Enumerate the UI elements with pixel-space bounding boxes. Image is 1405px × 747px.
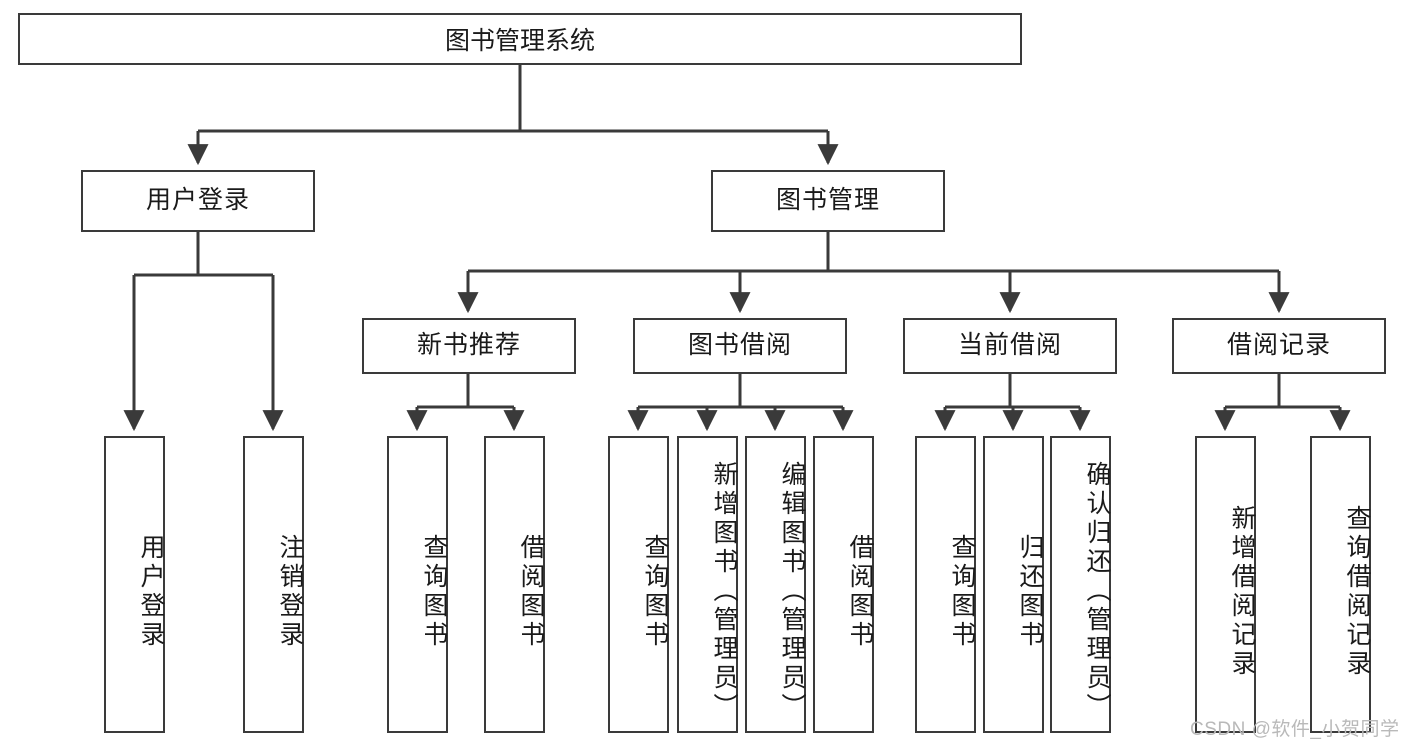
leaf-confirm-return-admin-label: 确认归还（管理员） [1083,461,1111,722]
leaf-query-borrow-record-label: 查询借阅记录 [1343,504,1371,679]
node-book-management-label: 图书管理 [775,186,880,215]
leaf-edit-book-admin[interactable]: 编辑图书（管理员） [745,436,806,733]
leaf-add-book-admin-label: 新增图书（管理员） [710,461,738,722]
node-root-label: 图书管理系统 [444,27,595,55]
leaf-borrow-book-recommend[interactable]: 借阅图书 [484,436,545,733]
leaf-edit-book-admin-label: 编辑图书（管理员） [778,461,806,722]
leaf-borrow-book-recommend-label: 借阅图书 [517,533,545,650]
node-root[interactable]: 图书管理系统 [18,13,1022,65]
node-book-management[interactable]: 图书管理 [711,170,945,232]
leaf-return-book-label: 归还图书 [1016,533,1044,650]
node-user-login[interactable]: 用户登录 [81,170,315,232]
node-borrow-record-label: 借阅记录 [1226,331,1331,360]
node-user-login-label: 用户登录 [145,186,250,215]
leaf-query-book-recommend-label: 查询图书 [420,533,448,650]
node-current-borrow[interactable]: 当前借阅 [903,318,1117,374]
leaf-query-borrow-record[interactable]: 查询借阅记录 [1310,436,1371,733]
node-new-book-recommend[interactable]: 新书推荐 [362,318,576,374]
node-borrow-record[interactable]: 借阅记录 [1172,318,1386,374]
node-new-book-recommend-label: 新书推荐 [416,331,521,360]
leaf-query-book-borrow-label: 查询图书 [641,533,669,650]
leaf-query-book-recommend[interactable]: 查询图书 [387,436,448,733]
leaf-add-borrow-record[interactable]: 新增借阅记录 [1195,436,1256,733]
leaf-logout-label: 注销登录 [276,533,304,650]
leaf-logout[interactable]: 注销登录 [243,436,304,733]
leaf-add-borrow-record-label: 新增借阅记录 [1228,504,1256,679]
node-book-borrow[interactable]: 图书借阅 [633,318,847,374]
leaf-add-book-admin[interactable]: 新增图书（管理员） [677,436,738,733]
node-book-borrow-label: 图书借阅 [687,331,792,360]
leaf-query-book-borrow[interactable]: 查询图书 [608,436,669,733]
leaf-query-book-current[interactable]: 查询图书 [915,436,976,733]
leaf-query-book-current-label: 查询图书 [948,533,976,650]
leaf-user-login-label: 用户登录 [137,533,165,650]
csdn-watermark: CSDN @软件_小贺同学 [1190,719,1400,740]
leaf-return-book[interactable]: 归还图书 [983,436,1044,733]
leaf-confirm-return-admin[interactable]: 确认归还（管理员） [1050,436,1111,733]
node-current-borrow-label: 当前借阅 [957,331,1062,360]
leaf-user-login[interactable]: 用户登录 [104,436,165,733]
leaf-borrow-book[interactable]: 借阅图书 [813,436,874,733]
leaf-borrow-book-label: 借阅图书 [846,533,874,650]
